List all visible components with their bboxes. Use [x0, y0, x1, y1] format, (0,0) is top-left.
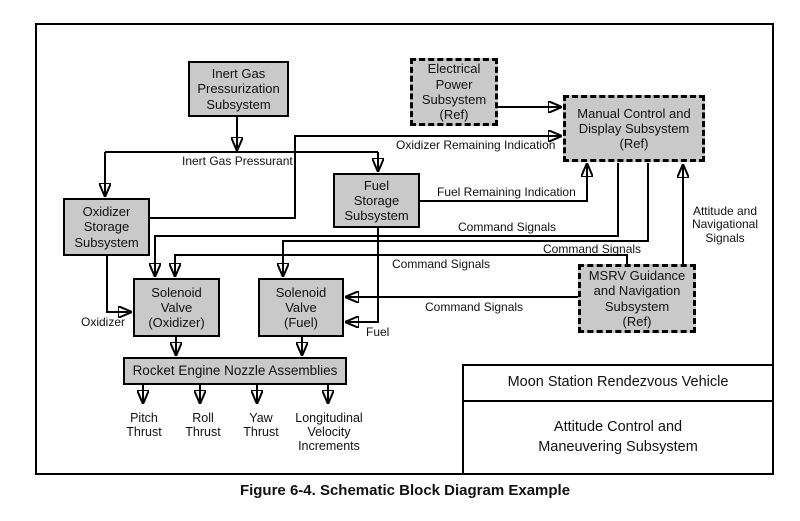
block-inert-gas-pressurization-subsystem: Inert Gas Pressurization Subsystem [188, 61, 289, 117]
label-inert-gas-pressurant: Inert Gas Pressurant [182, 154, 293, 168]
block-solenoid-valve-oxidizer: Solenoid Valve (Oxidizer) [133, 278, 220, 337]
label-command-signals-3: Command Signals [392, 257, 491, 271]
block-fuel-storage-subsystem: Fuel Storage Subsystem [333, 173, 420, 228]
block-solenoid-valve-fuel: Solenoid Valve (Fuel) [258, 278, 344, 337]
block-electrical-power-subsystem-ref: Electrical Power Subsystem (Ref) [410, 58, 498, 126]
label-output-yaw-thrust: Yaw Thrust [243, 411, 279, 439]
label-fuel-remaining-indication: Fuel Remaining Indication [437, 185, 576, 199]
figure-caption: Figure 6-4. Schematic Block Diagram Exam… [239, 482, 571, 499]
label-output-roll-thrust: Roll Thrust [185, 411, 221, 439]
label-command-signals-1: Command Signals [458, 220, 557, 234]
block-rocket-engine-nozzle-assemblies: Rocket Engine Nozzle Assemblies [123, 357, 347, 385]
label-oxidizer: Oxidizer [81, 315, 126, 329]
label-oxidizer-remaining-indication: Oxidizer Remaining Indication [396, 138, 556, 152]
title-block-subsystem-name: Attitude Control and Maneuvering Subsyst… [538, 418, 698, 455]
block-manual-control-display-subsystem-ref: Manual Control and Display Subsystem (Re… [563, 95, 705, 162]
label-command-signals-4: Command Signals [425, 300, 524, 314]
label-output-longitudinal-velocity-increments: Longitudinal Velocity Increments [295, 411, 363, 453]
title-block: Moon Station Rendezvous Vehicle Attitude… [462, 364, 772, 473]
label-command-signals-2: Command Signals [543, 242, 642, 256]
title-block-vehicle-name: Moon Station Rendezvous Vehicle [464, 366, 772, 402]
block-msrv-guidance-navigation-subsystem-ref: MSRV Guidance and Navigation Subsystem (… [578, 264, 696, 333]
block-oxidizer-storage-subsystem: Oxidizer Storage Subsystem [63, 198, 150, 256]
label-output-pitch-thrust: Pitch Thrust [126, 411, 162, 439]
label-fuel: Fuel [366, 325, 390, 339]
label-attitude-navigational-signals: Attitude and Navigational Signals [691, 204, 759, 245]
